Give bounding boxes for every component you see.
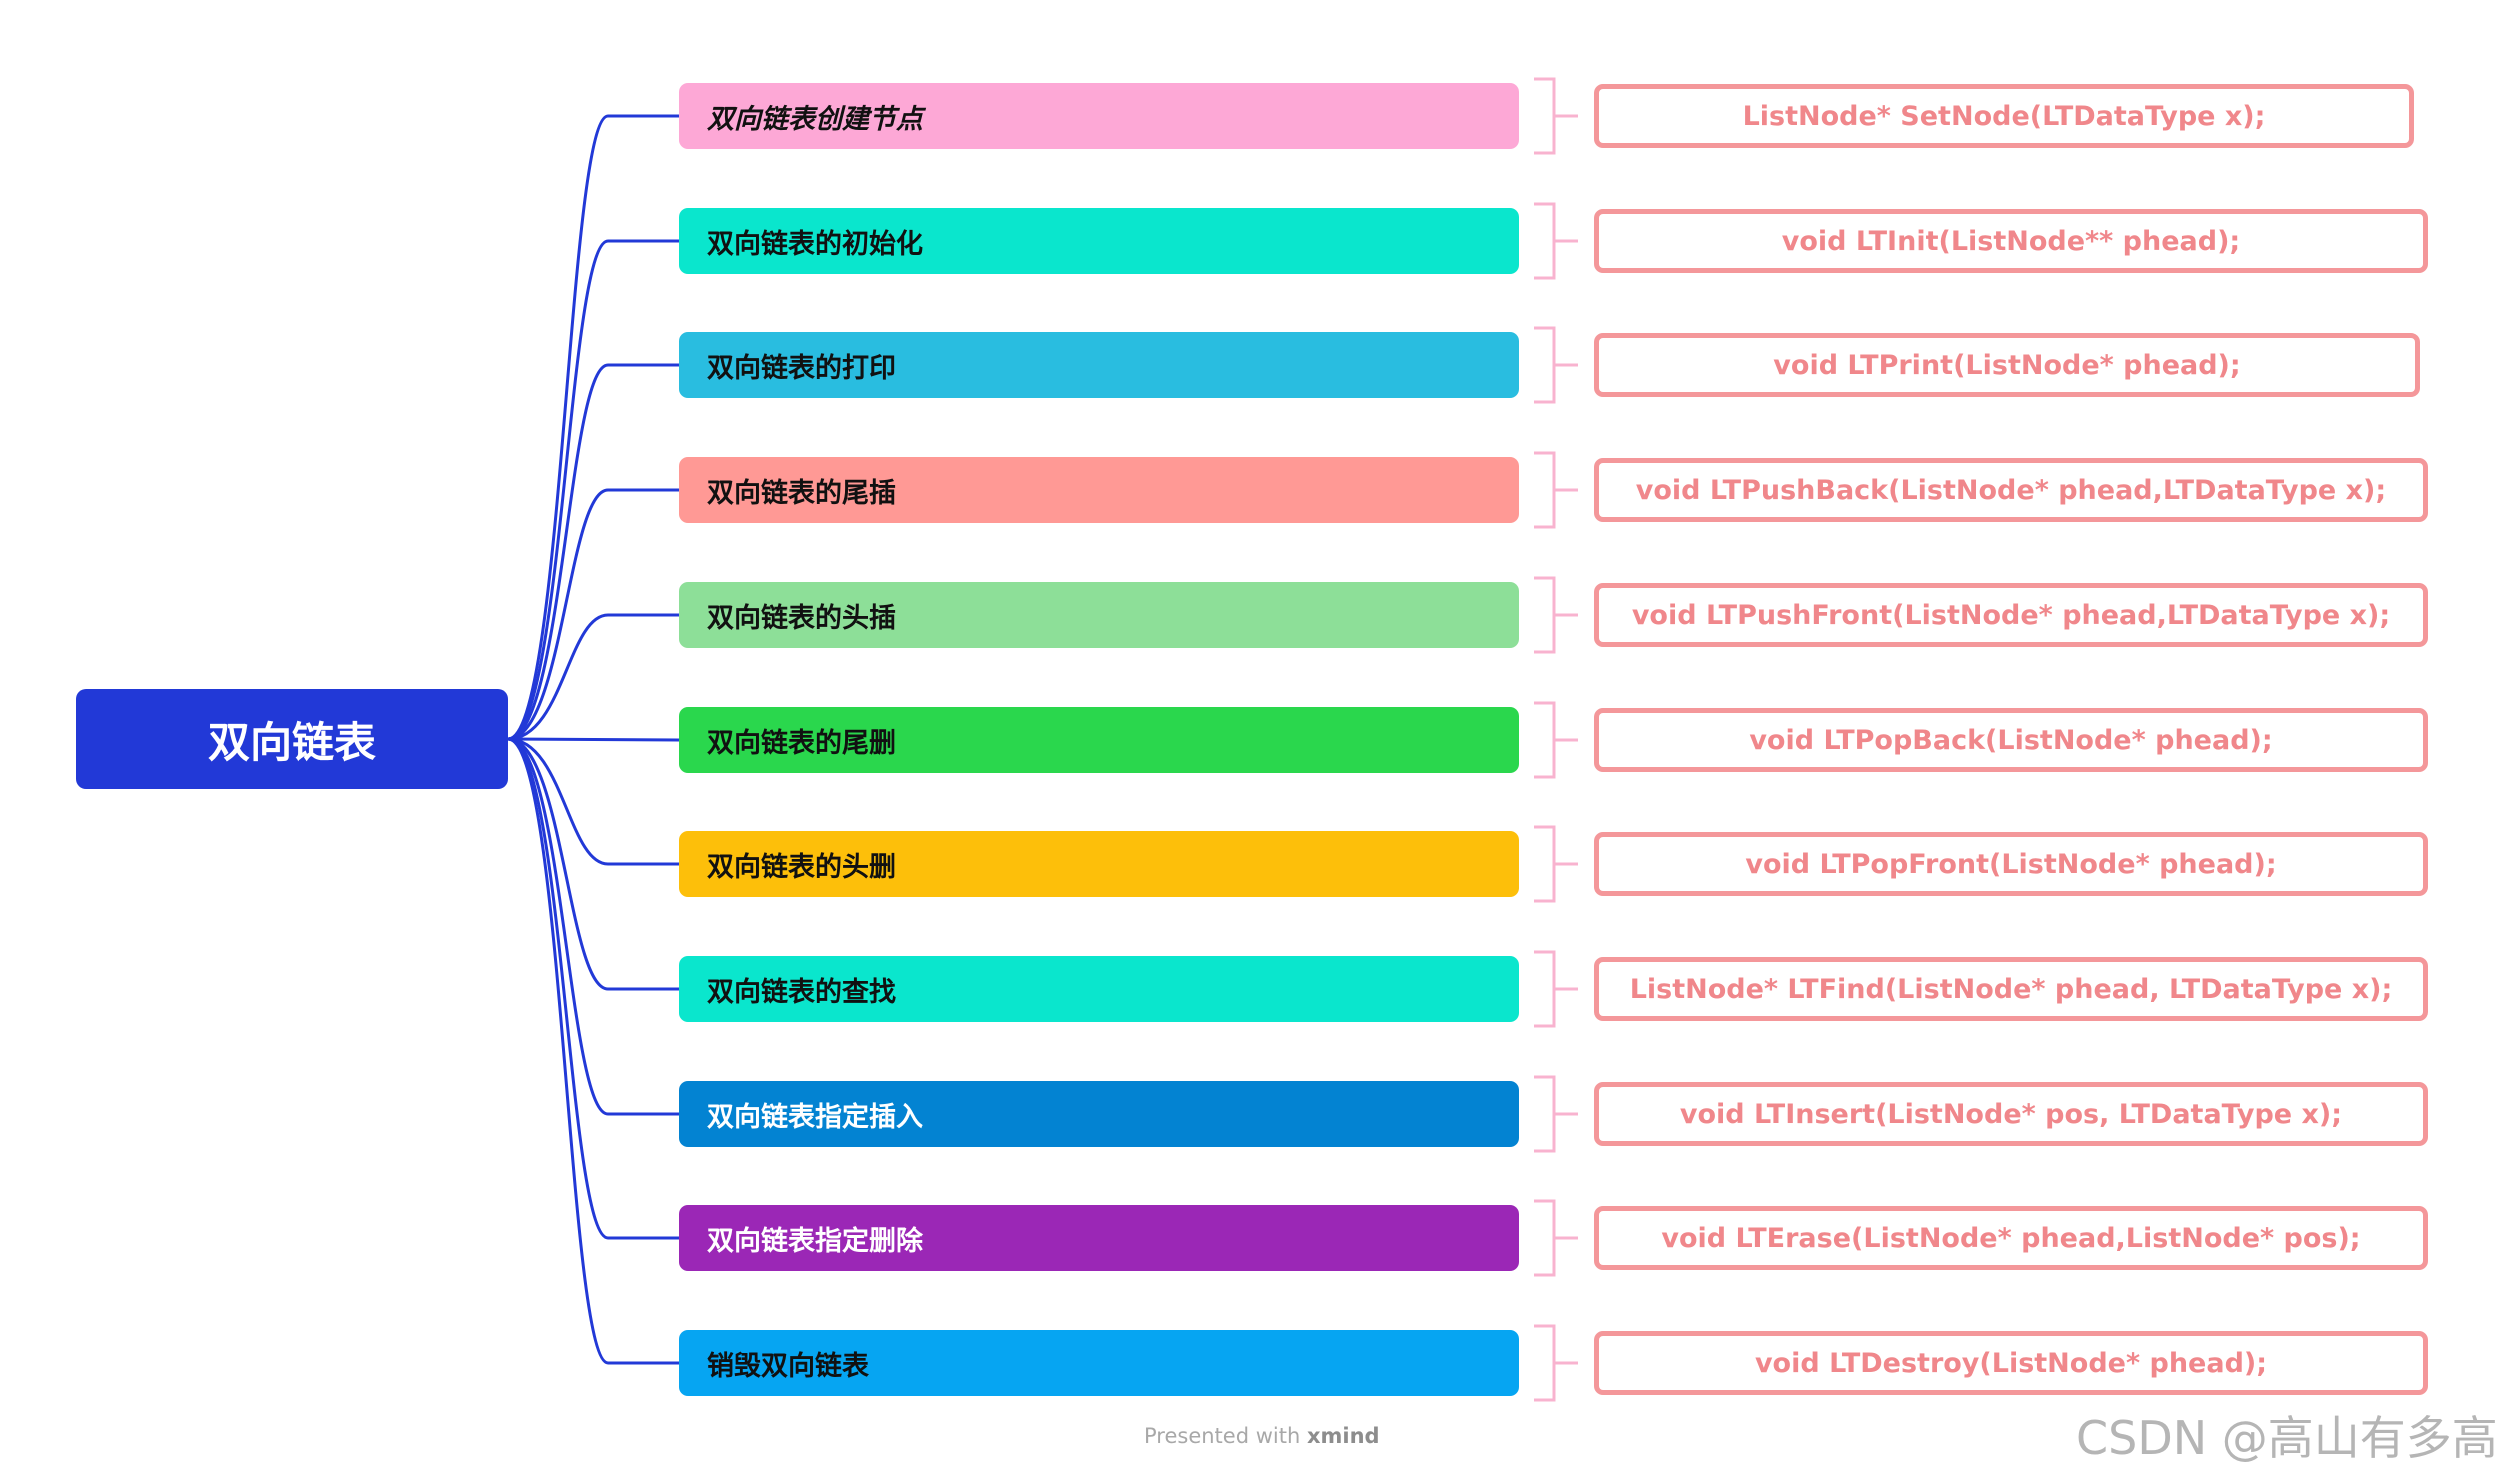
connector-line xyxy=(507,737,679,1365)
connector-line xyxy=(507,613,679,741)
function-signature-box[interactable]: void LTPopBack(ListNode* phead); xyxy=(1594,708,2428,772)
branch-topic[interactable]: 双向链表的头插 xyxy=(679,582,1519,648)
function-signature-box[interactable]: void LTDestroy(ListNode* phead); xyxy=(1594,1331,2428,1395)
branch-topic[interactable]: 双向链表的头删 xyxy=(679,831,1519,897)
branch-topic[interactable]: 双向链表创建节点 xyxy=(679,83,1519,149)
connector-line xyxy=(507,737,679,991)
function-signature-box[interactable]: void LTInit(ListNode** phead); xyxy=(1594,209,2428,273)
branch-topic[interactable]: 双向链表的初始化 xyxy=(679,208,1519,274)
function-signature-text: void LTInit(ListNode** phead); xyxy=(1781,225,2241,257)
branch-topic-label: 双向链表的尾删 xyxy=(707,727,896,759)
branch-topic-label: 双向链表的打印 xyxy=(707,352,896,384)
branch-topic[interactable]: 双向链表指定删除 xyxy=(679,1205,1519,1271)
branch-topic-label: 双向链表的尾插 xyxy=(707,477,896,509)
bracket-icon xyxy=(1534,1075,1578,1153)
function-signature-text: void LTDestroy(ListNode* phead); xyxy=(1754,1347,2268,1379)
function-signature-box[interactable]: void LTErase(ListNode* phead,ListNode* p… xyxy=(1594,1206,2428,1270)
function-signature-text: void LTPushBack(ListNode* phead,LTDataTy… xyxy=(1635,474,2387,506)
bracket-icon xyxy=(1534,202,1578,280)
branch-topic-label: 双向链表的头插 xyxy=(707,602,896,634)
bracket-icon xyxy=(1534,1324,1578,1402)
footer-prefix: Presented with xyxy=(1144,1424,1301,1448)
branch-topic-label: 双向链表指定插入 xyxy=(707,1101,923,1133)
branch-topic-label: 双向链表的查找 xyxy=(707,976,896,1008)
function-signature-text: void LTInsert(ListNode* pos, LTDataType … xyxy=(1679,1098,2343,1130)
presented-with-footer: Presented with xmind xyxy=(1144,1424,1380,1448)
function-signature-box[interactable]: void LTPrint(ListNode* phead); xyxy=(1594,333,2420,397)
function-signature-box[interactable]: void LTInsert(ListNode* pos, LTDataType … xyxy=(1594,1082,2428,1146)
bracket-icon xyxy=(1534,326,1578,404)
function-signature-box[interactable]: void LTPopFront(ListNode* phead); xyxy=(1594,832,2428,896)
function-signature-box[interactable]: ListNode* SetNode(LTDataType x); xyxy=(1594,84,2414,148)
branch-topic[interactable]: 双向链表的尾删 xyxy=(679,707,1519,773)
bracket-icon xyxy=(1534,576,1578,654)
function-signature-text: ListNode* SetNode(LTDataType x); xyxy=(1742,100,2266,132)
branch-topic[interactable]: 双向链表的尾插 xyxy=(679,457,1519,523)
connector-line xyxy=(507,363,679,741)
branch-topic[interactable]: 双向链表指定插入 xyxy=(679,1081,1519,1147)
function-signature-text: void LTErase(ListNode* phead,ListNode* p… xyxy=(1661,1222,2361,1254)
connector-line xyxy=(507,737,679,1240)
xmind-brand: xmind xyxy=(1306,1424,1380,1448)
function-signature-text: void LTPopFront(ListNode* phead); xyxy=(1745,848,2277,880)
branch-topic[interactable]: 双向链表的打印 xyxy=(679,332,1519,398)
connector-line xyxy=(507,737,680,742)
csdn-watermark: CSDN @高山有多高 xyxy=(2076,1411,2498,1465)
bracket-icon xyxy=(1534,950,1578,1028)
function-signature-box[interactable]: void LTPushFront(ListNode* phead,LTDataT… xyxy=(1594,583,2428,647)
root-topic[interactable]: 双向链表 xyxy=(76,689,508,789)
branch-topic-label: 双向链表的初始化 xyxy=(707,228,923,260)
branch-topic[interactable]: 双向链表的查找 xyxy=(679,956,1519,1022)
connector-line xyxy=(507,737,679,1116)
function-signature-text: ListNode* LTFind(ListNode* phead, LTData… xyxy=(1629,973,2393,1005)
branch-topic[interactable]: 销毁双向链表 xyxy=(679,1330,1519,1396)
function-signature-text: void LTPushFront(ListNode* phead,LTDataT… xyxy=(1631,599,2391,631)
bracket-icon xyxy=(1534,701,1578,779)
bracket-icon xyxy=(1534,77,1578,155)
function-signature-text: void LTPrint(ListNode* phead); xyxy=(1773,349,2241,381)
branch-topic-label: 双向链表创建节点 xyxy=(707,103,923,135)
connector-line xyxy=(507,114,679,741)
function-signature-box[interactable]: void LTPushBack(ListNode* phead,LTDataTy… xyxy=(1594,458,2428,522)
connector-line xyxy=(507,737,679,866)
connector-line xyxy=(507,488,679,741)
bracket-icon xyxy=(1534,451,1578,529)
branch-topic-label: 双向链表的头删 xyxy=(707,851,896,883)
function-signature-text: void LTPopBack(ListNode* phead); xyxy=(1749,724,2273,756)
bracket-icon xyxy=(1534,1199,1578,1277)
function-signature-box[interactable]: ListNode* LTFind(ListNode* phead, LTData… xyxy=(1594,957,2428,1021)
branch-topic-label: 双向链表指定删除 xyxy=(707,1225,923,1257)
connector-line xyxy=(507,239,679,741)
bracket-icon xyxy=(1534,825,1578,903)
branch-topic-label: 销毁双向链表 xyxy=(707,1350,869,1382)
